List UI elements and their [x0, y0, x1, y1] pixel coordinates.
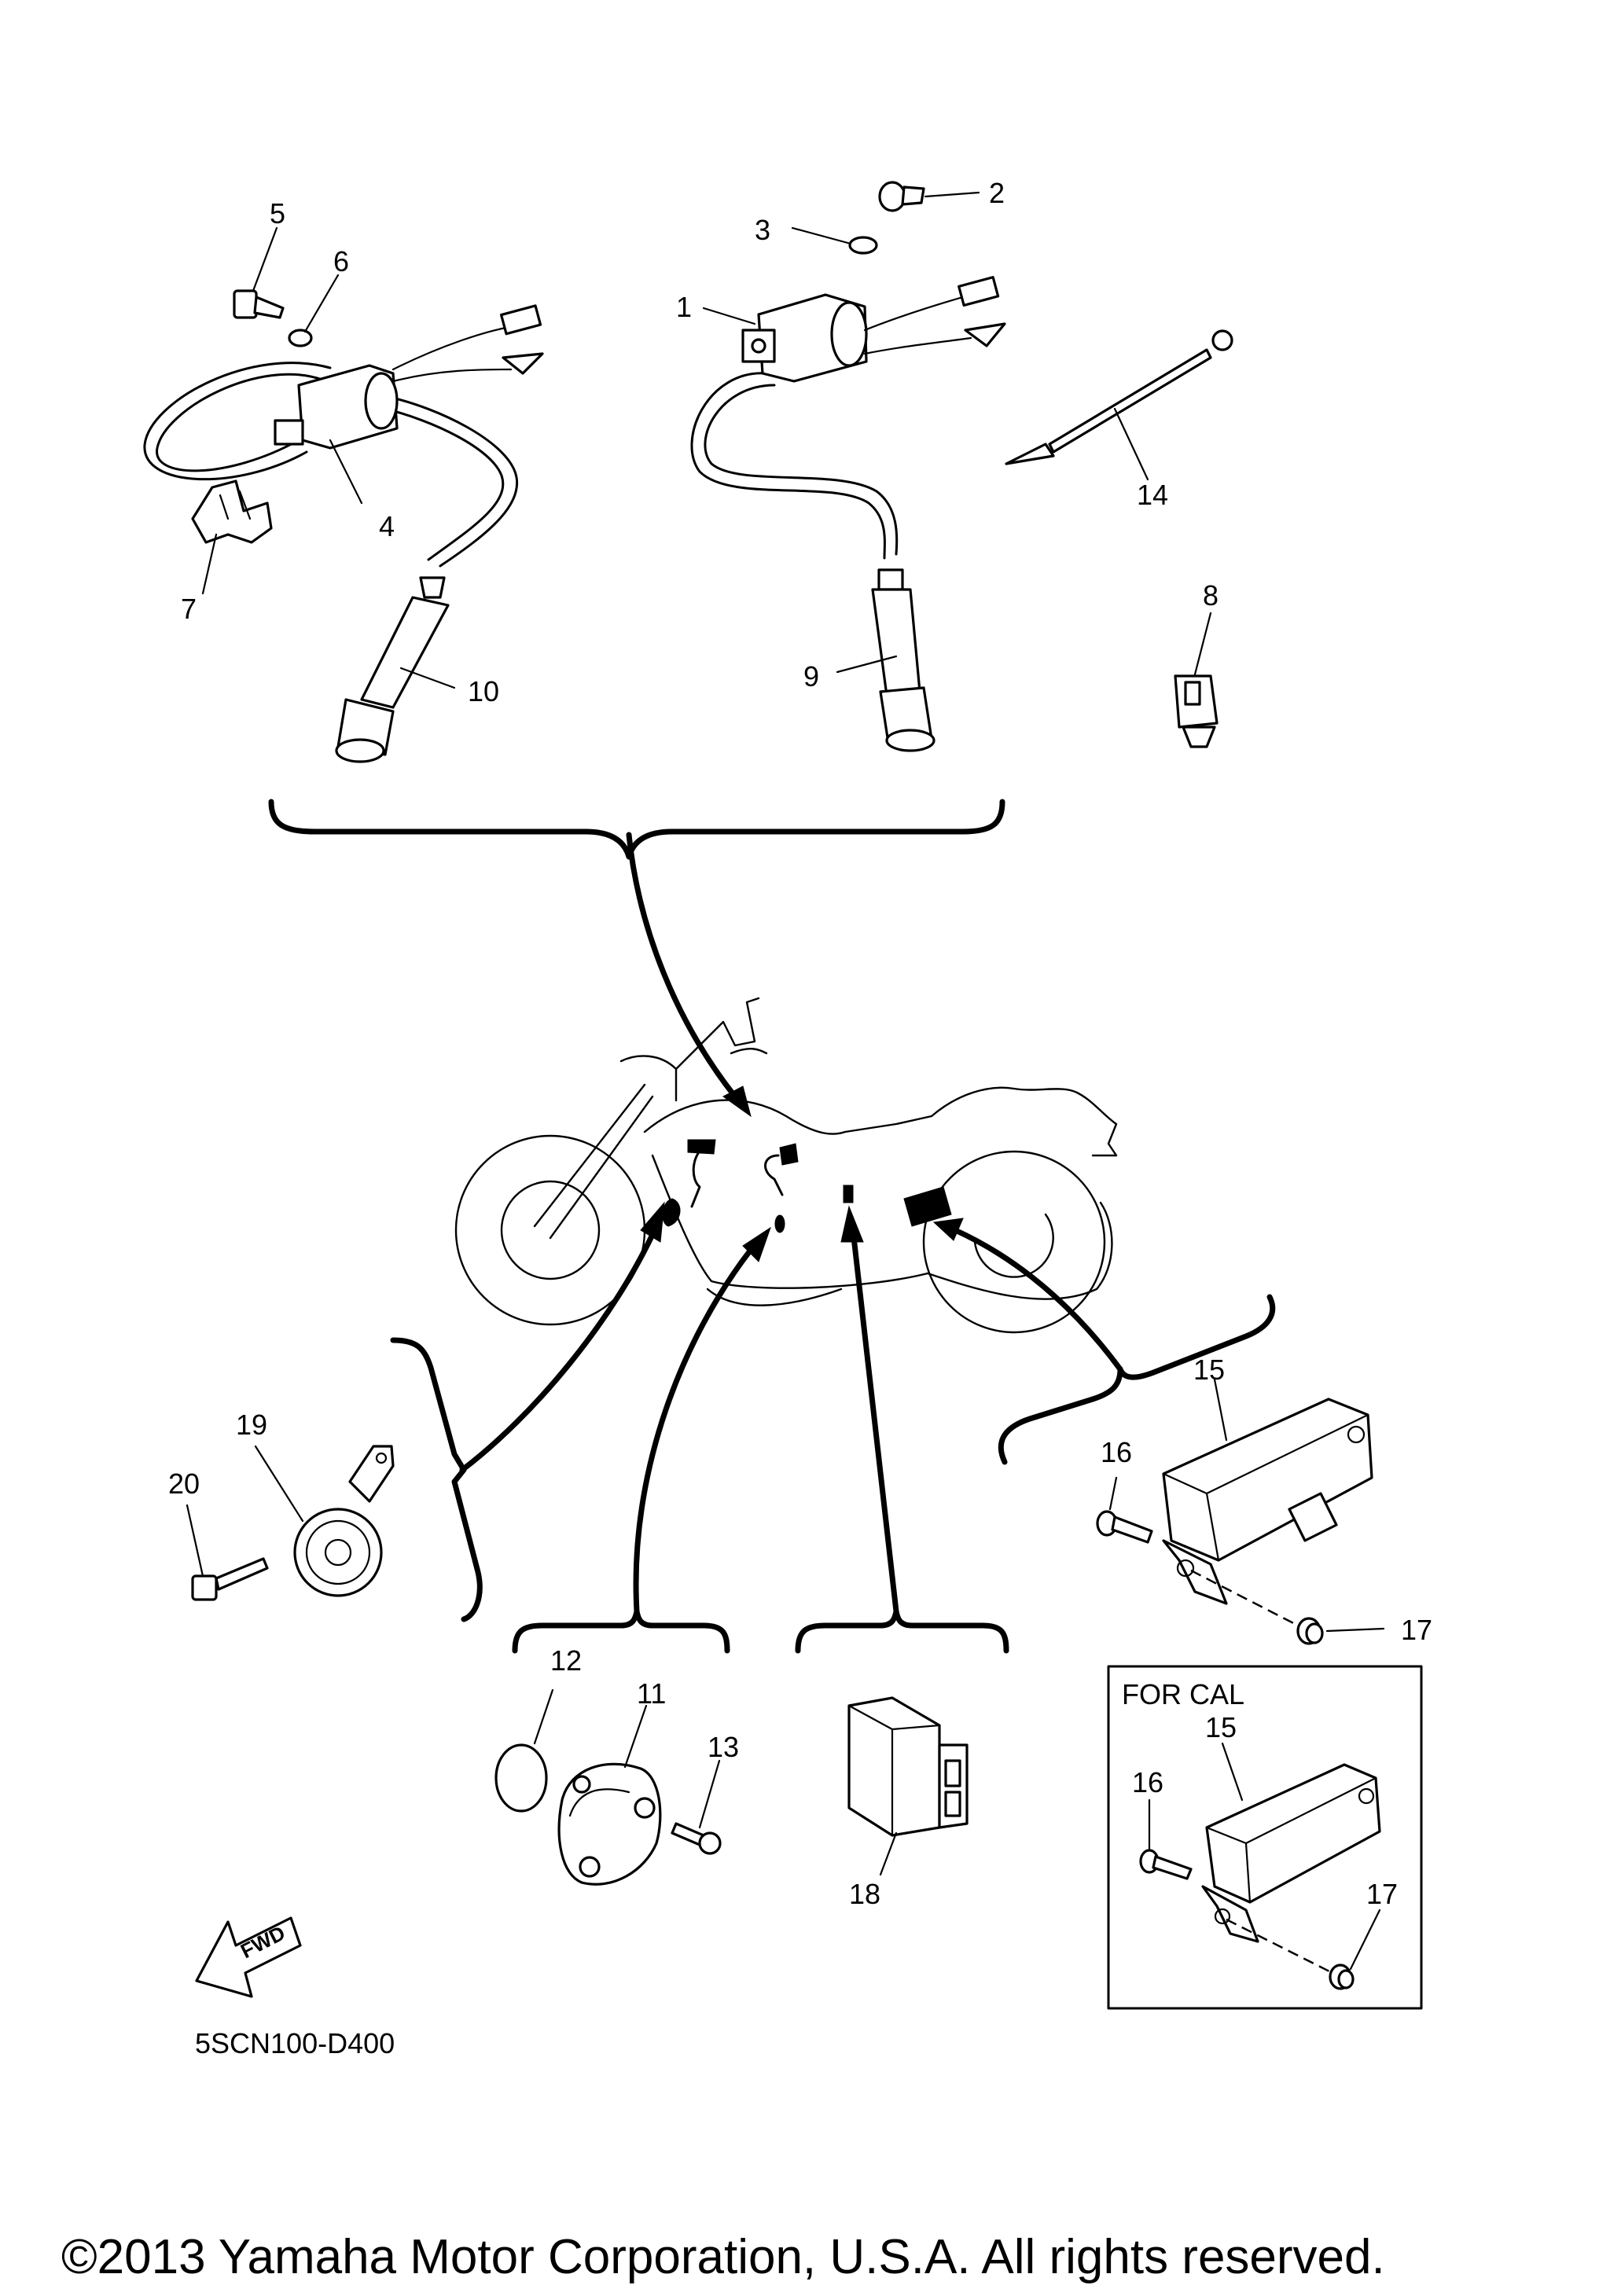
plug-cap-10: [335, 576, 450, 763]
left-brace: [390, 1337, 483, 1622]
clamp-7: [191, 479, 273, 544]
brace-18: [795, 1608, 1009, 1654]
callout-9: 9: [803, 660, 819, 692]
callout-11: 11: [637, 1677, 666, 1710]
relay-18: [847, 1696, 969, 1837]
cover-11: [557, 1762, 662, 1886]
top-brace: [268, 799, 1005, 860]
left-leader: [459, 1223, 660, 1473]
brace-11-13: [512, 1608, 730, 1654]
callout-4: 4: [379, 510, 395, 542]
brace-15-17: [998, 1294, 1276, 1465]
o-ring-12: [494, 1743, 548, 1813]
ignition-coil-4: [143, 304, 544, 568]
leader-15-17: [952, 1227, 1123, 1372]
copyright-notice: ©2013 Yamaha Motor Corporation, U.S.A. A…: [61, 2230, 1385, 2284]
callout-15: 15: [1193, 1354, 1225, 1386]
bolt-5: [233, 289, 285, 319]
inset-collar-17: [1329, 1964, 1355, 1990]
callout-7: 7: [181, 593, 197, 625]
callout-19: 19: [236, 1409, 267, 1441]
callout-10: 10: [468, 675, 499, 707]
callout-20: 20: [168, 1468, 200, 1500]
washer-6: [288, 329, 313, 347]
callout-1: 1: [676, 291, 692, 323]
ignition-coil-1: [690, 276, 1006, 560]
inset-rectifier-15: [1201, 1763, 1381, 1943]
callout-3: 3: [755, 214, 770, 246]
callout-6: 6: [333, 245, 349, 277]
callout-14: 14: [1137, 479, 1168, 511]
inset-callout-17: 17: [1366, 1878, 1398, 1910]
diagram-code: 5SCN100-D400: [195, 2027, 395, 2059]
inset-title: FOR CAL: [1122, 1678, 1244, 1710]
inset-callout-16: 16: [1132, 1766, 1163, 1798]
inset-callout-15: 15: [1205, 1711, 1237, 1743]
plug-cap-9: [871, 568, 935, 752]
screw-2: [878, 181, 925, 212]
ground-lead-14: [1005, 329, 1233, 465]
motorcycle-silhouette: [454, 997, 1118, 1334]
leader-11-13: [633, 1247, 754, 1615]
callout-16: 16: [1101, 1436, 1132, 1468]
callout-5: 5: [270, 197, 285, 230]
horn-19: [293, 1445, 395, 1597]
callout-2: 2: [989, 177, 1005, 209]
washer-3: [848, 236, 878, 255]
callout-12: 12: [550, 1644, 582, 1677]
screw-16: [1096, 1510, 1153, 1544]
collar-17: [1296, 1617, 1324, 1645]
callout-18: 18: [849, 1878, 880, 1910]
leader-18: [850, 1227, 899, 1615]
clip-8: [1174, 674, 1219, 748]
callout-leaders: [186, 191, 1385, 1971]
fwd-arrow-icon: FWD: [195, 1916, 302, 1998]
bolt-20: [191, 1557, 269, 1601]
callout-13: 13: [708, 1731, 739, 1763]
top-leader: [626, 832, 738, 1100]
for-cal-inset-box: [1107, 1665, 1423, 2010]
screw-13: [671, 1822, 722, 1855]
callout-17: 17: [1401, 1614, 1432, 1646]
inset-screw-16: [1139, 1849, 1193, 1880]
callout-8: 8: [1203, 579, 1219, 612]
